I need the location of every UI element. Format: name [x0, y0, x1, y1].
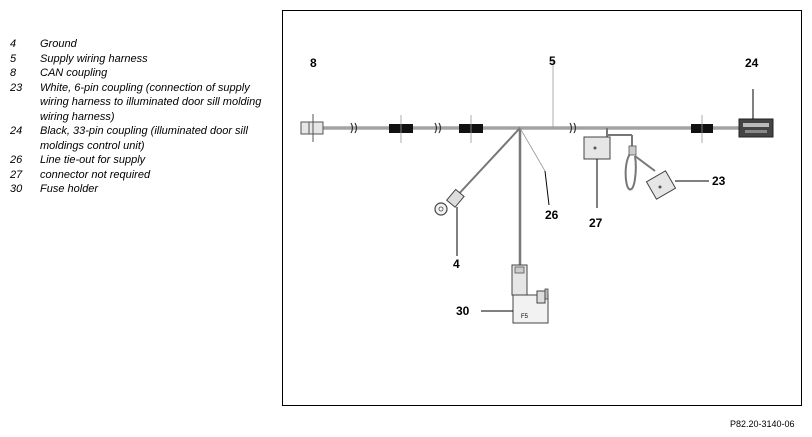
ground-branch-line [454, 127, 521, 199]
callout-26: 26 [545, 208, 559, 222]
legend-text: connector not required [40, 168, 151, 181]
legend-number: 30 [10, 183, 23, 195]
legend-item: 4 Ground [10, 37, 272, 52]
break-mark [569, 122, 577, 134]
tieout-leader [519, 127, 546, 172]
diagram-frame: F5 8 5 24 23 26 27 4 30 [282, 10, 802, 406]
legend-item: 23 White, 6-pin coupling (connection of s… [10, 81, 272, 125]
legend-text: Black, 33-pin coupling (illuminated door… [40, 125, 248, 152]
legend-number: 23 [10, 81, 23, 94]
legend-number: 5 [10, 52, 17, 65]
black-33-pin-coupling [738, 89, 774, 138]
legend-number: 24 [10, 125, 23, 137]
connector-27-branch [583, 128, 611, 208]
legend-text: Supply wiring harness [40, 52, 148, 65]
legend-text: Ground [40, 38, 77, 50]
break-mark [350, 122, 358, 134]
legend-number: 4 [10, 38, 17, 50]
legend-text: Line tie-out for supply [40, 154, 146, 166]
legend-text: CAN coupling [40, 67, 108, 79]
can-coupling-connector [300, 114, 324, 142]
legend-item: 5 Supply wiring harness [10, 52, 272, 67]
fuse-holder [481, 264, 549, 324]
white-6-pin-coupling [607, 134, 709, 200]
callout-4: 4 [453, 257, 460, 271]
legend-item: 26 Line tie-out for supply [10, 153, 272, 168]
legend: 4 Ground 5 Supply wiring harness 8 CAN coup… [10, 37, 272, 197]
legend-item: 30 Fuse holder [10, 182, 272, 197]
wiring-harness-diagram: F5 8 5 24 23 26 27 4 30 [300, 54, 774, 324]
legend-item: 24 Black, 33-pin coupling (illuminated do… [10, 124, 272, 153]
callout-23: 23 [712, 174, 726, 188]
legend-item: 27 connector not required [10, 168, 272, 183]
fuse-label: F5 [521, 314, 529, 320]
callout-5: 5 [549, 54, 556, 68]
figure-reference: P82.20-3140-06 [730, 419, 795, 429]
legend-text: Fuse holder [40, 183, 99, 195]
legend-item: 8 CAN coupling [10, 66, 272, 81]
legend-number: 26 [10, 154, 23, 166]
legend-text: White, 6-pin coupling (connection of sup… [40, 81, 262, 123]
break-mark [434, 122, 442, 134]
legend-number: 27 [10, 168, 23, 181]
callout-8: 8 [310, 56, 317, 70]
callout-30: 30 [456, 304, 470, 318]
callout-27: 27 [589, 216, 603, 230]
callout-24: 24 [745, 56, 759, 70]
tieout-leader [544, 170, 550, 206]
ground-eyelet [434, 188, 465, 256]
legend-number: 8 [10, 67, 17, 79]
